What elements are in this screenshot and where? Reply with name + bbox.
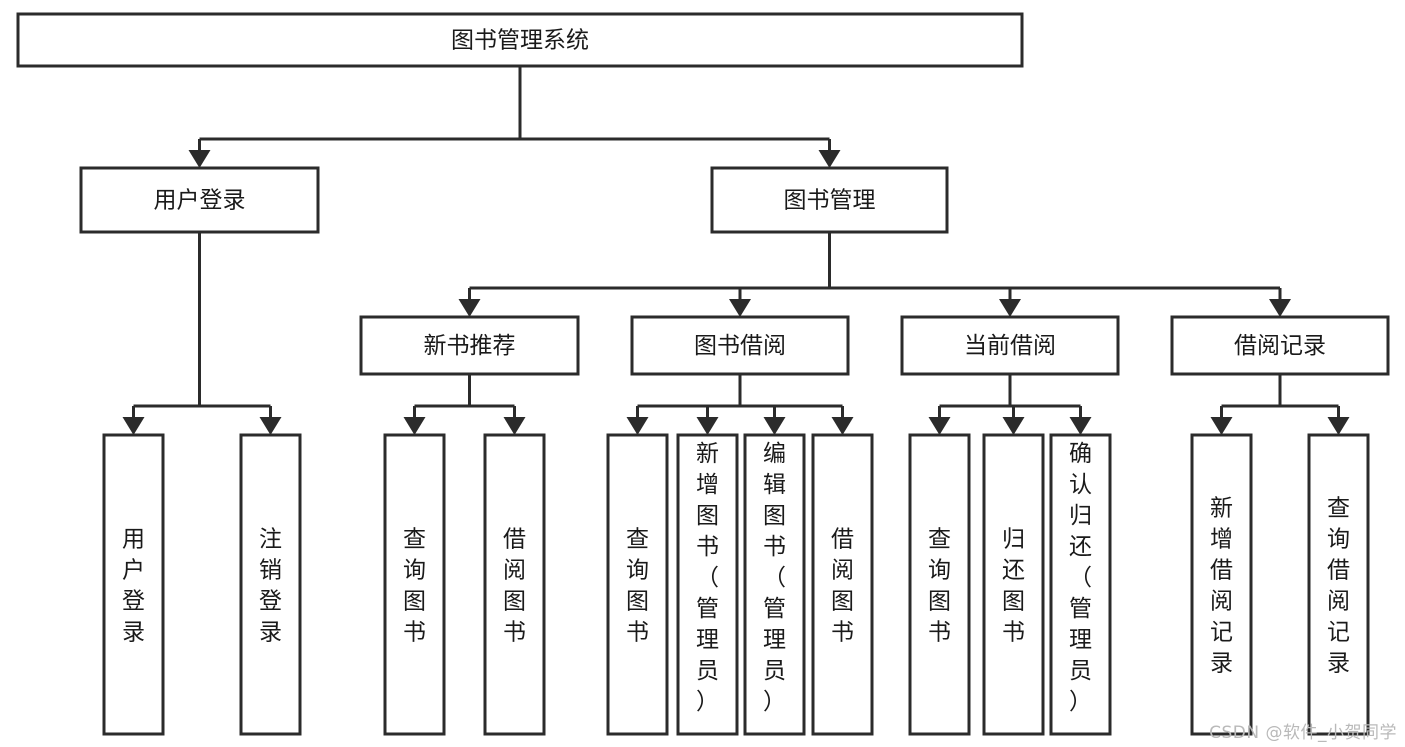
arrow-head-icon [818,150,841,168]
node-leaf-borrow-book-1[interactable]: 借阅图书 [483,433,546,736]
node-label: 查询图书 [403,527,426,646]
node-book-manage[interactable]: 图书管理 [710,166,949,234]
node-borrow-record[interactable]: 借阅记录 [1170,315,1390,376]
node-leaf-return-book[interactable]: 归还图书 [982,433,1045,736]
node-box[interactable] [676,433,739,736]
node-label: 借阅图书 [503,527,526,646]
node-label: 归还图书 [1002,527,1025,646]
node-box[interactable] [16,12,1024,68]
node-leaf-add-book[interactable]: 新增图书（管理员） [676,433,739,736]
node-box[interactable] [1307,433,1370,736]
node-leaf-query-book-2[interactable]: 查询图书 [606,433,669,736]
node-label: 图书管理系统 [451,28,589,54]
node-label: 借阅图书 [831,527,854,646]
node-label: 用户登录 [122,527,145,646]
node-label: 当前借阅 [964,333,1056,359]
node-box[interactable] [1049,433,1112,736]
nodes-layer: 图书管理系统用户登录图书管理新书推荐图书借阅当前借阅借阅记录用户登录注销登录查询… [16,12,1390,736]
node-box[interactable] [239,433,302,736]
node-box[interactable] [982,433,1045,736]
edge-group-new-book-rec [403,374,526,435]
arrow-head-icon [831,417,854,435]
arrow-head-icon [403,417,426,435]
edges-layer [122,66,1350,435]
arrow-head-icon [626,417,649,435]
node-box[interactable] [743,433,806,736]
node-leaf-query-record[interactable]: 查询借阅记录 [1307,433,1370,736]
node-leaf-confirm-return[interactable]: 确认归还（管理员） [1049,433,1112,736]
node-box[interactable] [383,433,446,736]
edge-group-user-login [122,232,282,435]
node-root[interactable]: 图书管理系统 [16,12,1024,68]
arrow-head-icon [503,417,526,435]
node-leaf-query-book-1[interactable]: 查询图书 [383,433,446,736]
edge-group-root [188,66,841,168]
edge-group-borrow-record [1210,374,1350,435]
node-current-borrow[interactable]: 当前借阅 [900,315,1120,376]
arrow-head-icon [696,417,719,435]
edge-group-book-manage [458,232,1291,317]
edge-group-book-borrow [626,374,854,435]
node-box[interactable] [102,433,165,736]
node-box[interactable] [483,433,546,736]
node-box[interactable] [606,433,669,736]
arrow-head-icon [928,417,951,435]
node-user-login[interactable]: 用户登录 [79,166,320,234]
node-leaf-borrow-book-2[interactable]: 借阅图书 [811,433,874,736]
node-label: 注销登录 [259,527,282,646]
node-label: 查询图书 [626,527,649,646]
node-label: 图书管理 [784,188,876,214]
node-leaf-query-book-3[interactable]: 查询图书 [908,433,971,736]
node-leaf-user-login[interactable]: 用户登录 [102,433,165,736]
arrow-head-icon [763,417,786,435]
arrow-head-icon [188,150,211,168]
node-label: 查询图书 [928,527,951,646]
arrow-head-icon [458,299,481,317]
arrow-head-icon [259,417,282,435]
node-box[interactable] [79,166,320,234]
node-box[interactable] [900,315,1120,376]
arrow-head-icon [1269,299,1291,317]
edge-group-current-borrow [928,374,1092,435]
arrow-head-icon [729,299,751,317]
node-box[interactable] [811,433,874,736]
node-label: 新增图书（管理员） [696,441,719,715]
node-leaf-logout[interactable]: 注销登录 [239,433,302,736]
node-box[interactable] [359,315,580,376]
node-leaf-add-record[interactable]: 新增借阅记录 [1190,433,1253,736]
node-box[interactable] [710,166,949,234]
node-label: 编辑图书（管理员） [763,441,786,715]
arrow-head-icon [1069,417,1092,435]
node-label: 借阅记录 [1234,333,1326,359]
node-box[interactable] [630,315,850,376]
arrow-head-icon [999,299,1021,317]
arrow-head-icon [1210,417,1233,435]
arrow-head-icon [1002,417,1025,435]
node-box[interactable] [1190,433,1253,736]
node-label: 用户登录 [154,188,246,214]
node-label: 图书借阅 [694,333,786,359]
node-label: 新书推荐 [424,333,516,359]
node-label: 查询借阅记录 [1327,496,1350,677]
node-box[interactable] [908,433,971,736]
node-new-book-rec[interactable]: 新书推荐 [359,315,580,376]
node-leaf-edit-book[interactable]: 编辑图书（管理员） [743,433,806,736]
node-book-borrow[interactable]: 图书借阅 [630,315,850,376]
node-label: 确认归还（管理员） [1069,441,1092,715]
arrow-head-icon [1327,417,1350,435]
node-label: 新增借阅记录 [1210,496,1233,677]
node-box[interactable] [1170,315,1390,376]
arrow-head-icon [122,417,145,435]
